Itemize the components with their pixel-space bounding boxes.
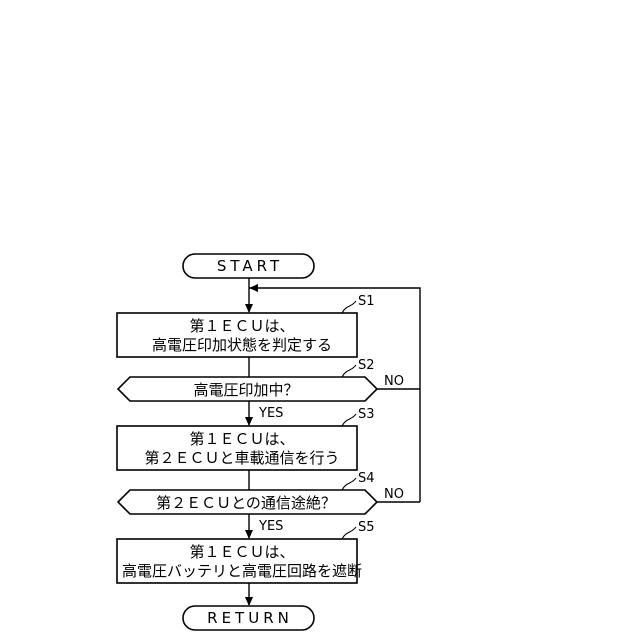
s1-leader-line (342, 301, 356, 313)
arrowhead-return (245, 597, 253, 606)
arrowhead-s3 (245, 417, 253, 426)
s2-no-label: NO (384, 374, 404, 389)
s4-question: 第２ＥＣＵとの通信途絶？ (156, 494, 336, 512)
s3-leader-line (342, 414, 356, 426)
step-s1-process: 第１ＥＣＵは、 高電圧印加状態を判定する (117, 313, 357, 357)
s2-step-id: S2 (358, 358, 375, 373)
s1-step-id: S1 (358, 294, 375, 309)
s4-no-label: NO (384, 487, 404, 502)
s3-line-1: 第１ＥＣＵは、 (189, 430, 294, 448)
s4-yes-label: YES (258, 519, 283, 534)
s4-leader-line (342, 478, 356, 490)
step-s2-decision: 高電圧印加中？ (118, 377, 377, 401)
s3-line-2: 第２ＥＣＵと車載通信を行う (144, 449, 339, 467)
loop-back-arrowhead (249, 284, 258, 292)
start-label: START (217, 257, 283, 275)
s1-line-1: 第１ＥＣＵは、 (189, 317, 294, 335)
step-s4-decision: 第２ＥＣＵとの通信途絶？ (118, 490, 377, 514)
s1-line-2: 高電圧印加状態を判定する (152, 336, 332, 354)
arrowhead-s5 (245, 530, 253, 539)
s2-yes-label: YES (258, 406, 283, 421)
s2-question: 高電圧印加中？ (193, 381, 298, 399)
s5-leader-line (342, 527, 356, 539)
s5-line-2: 高電圧バッテリと高電圧回路を遮断 (122, 562, 362, 580)
arrowhead-s1 (245, 304, 253, 313)
step-s3-process: 第１ＥＣＵは、 第２ＥＣＵと車載通信を行う (117, 426, 357, 470)
return-terminal: RETURN (183, 606, 314, 630)
step-s5-process: 第１ＥＣＵは、 高電圧バッテリと高電圧回路を遮断 (117, 539, 362, 583)
s4-step-id: S4 (358, 471, 375, 486)
s3-step-id: S3 (358, 407, 375, 422)
return-label: RETURN (207, 609, 293, 627)
s2-leader-line (342, 365, 356, 377)
s5-step-id: S5 (358, 520, 375, 535)
start-terminal: START (183, 254, 314, 278)
s5-line-1: 第１ＥＣＵは、 (189, 543, 294, 561)
